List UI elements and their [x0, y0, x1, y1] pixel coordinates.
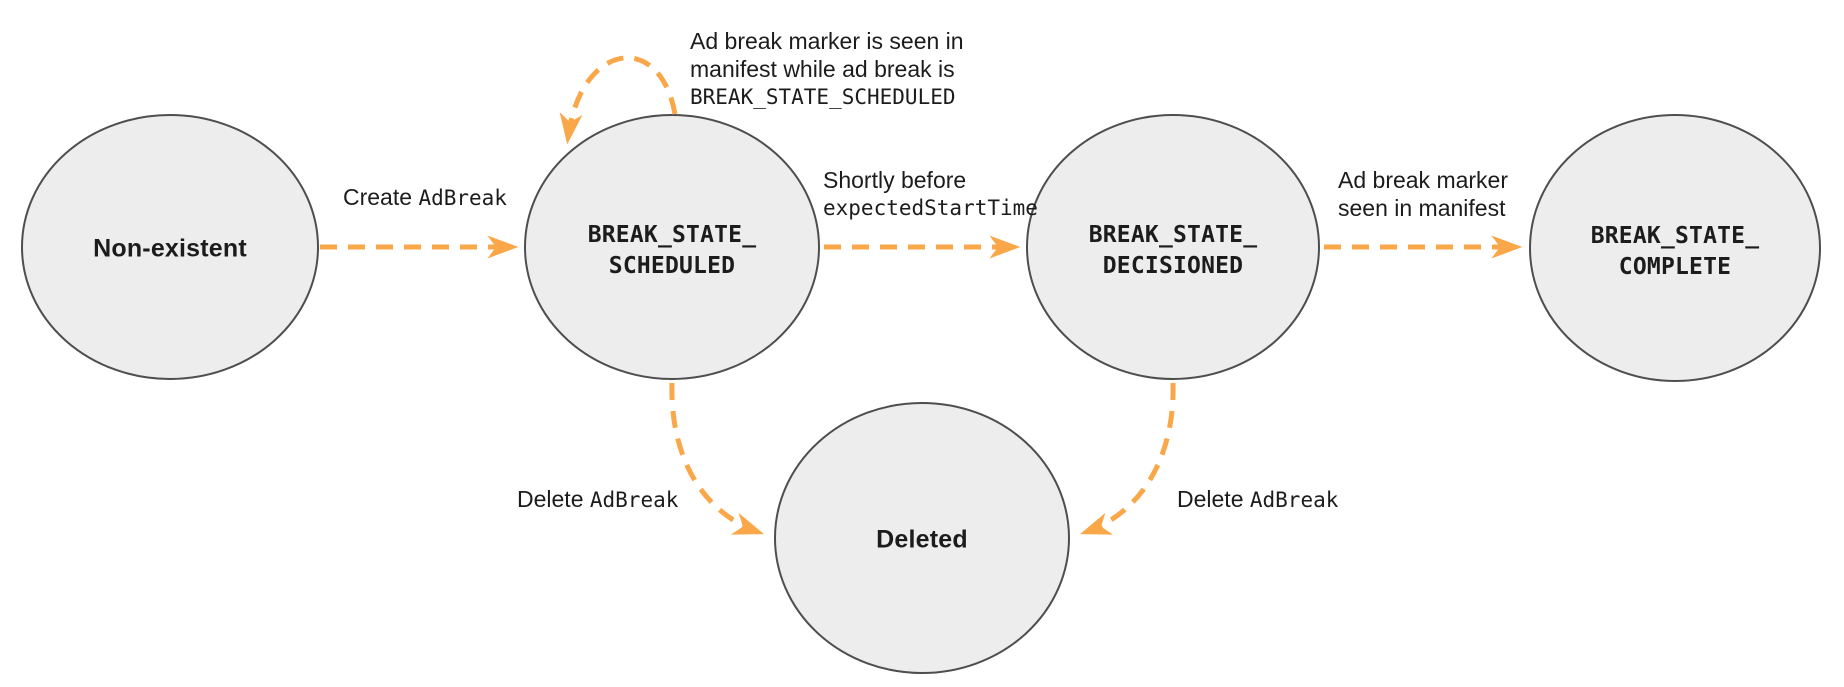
state-label-decisioned-line2: DECISIONED	[1102, 253, 1244, 279]
state-label-complete-line1: BREAK_STATE_	[1590, 223, 1760, 249]
state-circle-scheduled	[524, 114, 820, 380]
arrow-scheduled-to-deleted	[669, 382, 765, 535]
state-label-decisioned: BREAK_STATE_ DECISIONED	[1089, 220, 1258, 282]
state-label-complete: BREAK_STATE_ COMPLETE	[1591, 221, 1760, 283]
state-circle-deleted	[774, 402, 1070, 674]
self-loop-label-line2: manifest while ad break is	[690, 56, 955, 82]
delete-left-text: Delete	[517, 486, 590, 512]
transition-label-marker-seen: Ad break marker seen in manifest	[1338, 166, 1508, 222]
marker-seen-line2: seen in manifest	[1338, 195, 1506, 221]
state-circle-non-existent	[21, 114, 319, 380]
transition-label-shortly-before: Shortly before expectedStartTime	[823, 166, 1038, 222]
transition-label-delete-right: Delete AdBreak	[1177, 485, 1338, 514]
create-label-code: AdBreak	[418, 186, 507, 210]
state-label-scheduled-line1: BREAK_STATE_	[587, 222, 757, 248]
state-label-scheduled: BREAK_STATE_ SCHEDULED	[588, 220, 757, 282]
state-label-scheduled-line2: SCHEDULED	[608, 253, 736, 279]
state-label-deleted: Deleted	[876, 525, 968, 554]
transition-label-create-adbreak: Create AdBreak	[343, 183, 507, 212]
state-circle-complete	[1529, 114, 1821, 382]
arrow-decisioned-to-deleted	[1079, 382, 1176, 535]
delete-left-code: AdBreak	[589, 488, 679, 512]
delete-right-code: AdBreak	[1249, 488, 1339, 512]
self-loop-label-line1: Ad break marker is seen in	[690, 28, 964, 54]
delete-right-text: Delete	[1177, 486, 1250, 512]
state-label-complete-line2: COMPLETE	[1618, 254, 1732, 280]
self-loop-label-line3: BREAK_STATE_SCHEDULED	[690, 85, 956, 109]
transition-label-delete-left: Delete AdBreak	[517, 485, 678, 514]
state-circle-decisioned	[1026, 114, 1320, 380]
arrow-self-loop-scheduled	[559, 55, 678, 145]
state-label-decisioned-line1: BREAK_STATE_	[1088, 222, 1258, 248]
shortly-before-code: expectedStartTime	[823, 196, 1038, 220]
create-label-text: Create	[343, 184, 419, 210]
state-label-non-existent: Non-existent	[93, 234, 247, 263]
marker-seen-line1: Ad break marker	[1338, 167, 1509, 193]
transition-label-self-loop: Ad break marker is seen in manifest whil…	[690, 27, 964, 111]
shortly-before-line1: Shortly before	[823, 167, 967, 193]
